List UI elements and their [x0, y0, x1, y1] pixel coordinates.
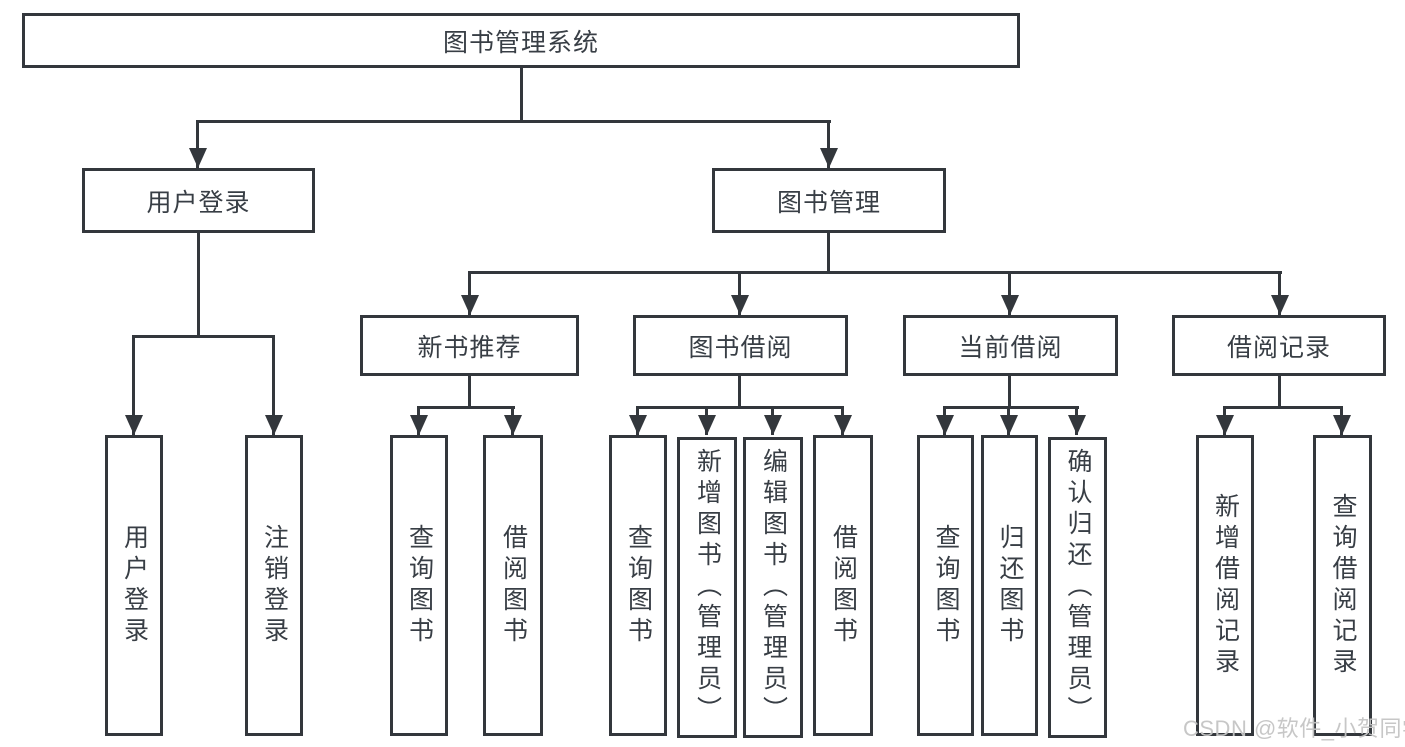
- connector-book-borrow-trunk: [738, 376, 741, 406]
- connector-current-borrow-rail: [943, 406, 1079, 409]
- leaf-bb-edit-books-admin-label: 编辑图书（管理员）: [759, 448, 788, 727]
- leaf-cb-return-books: 归还图书: [981, 435, 1038, 736]
- leaf-br-query-record-label: 查询借阅记录: [1329, 492, 1357, 679]
- connector-level1-rail: [197, 120, 831, 123]
- leaf-nb-query-books-label: 查询图书: [405, 523, 434, 648]
- arrow-to-user-login: [196, 120, 199, 168]
- leaf-br-add-record: 新增借阅记录: [1196, 435, 1254, 736]
- arrow-bb-edit: [771, 406, 774, 435]
- leaf-cb-query-books-label: 查询图书: [932, 523, 960, 648]
- leaf-nb-query-books: 查询图书: [390, 435, 448, 736]
- node-new-book-recommend: 新书推荐: [360, 315, 579, 376]
- leaf-cb-return-books-label: 归还图书: [996, 523, 1024, 648]
- arrow-cb-return: [1007, 406, 1010, 435]
- arrow-nb-borrow: [511, 406, 514, 435]
- connector-current-borrow-trunk: [1008, 376, 1011, 406]
- node-borrow-record: 借阅记录: [1172, 315, 1386, 376]
- arrow-br-add: [1223, 406, 1226, 435]
- connector-user-login-rail: [132, 335, 275, 338]
- arrow-to-book-management: [827, 120, 830, 168]
- arrow-cb-query: [943, 406, 946, 435]
- leaf-user-login-label: 用户登录: [120, 523, 149, 648]
- leaf-user-login: 用户登录: [105, 435, 163, 736]
- connector-level2-rail: [468, 271, 1282, 274]
- leaf-cb-confirm-return-admin: 确认归还（管理员）: [1048, 437, 1107, 738]
- connector-user-login-trunk: [197, 233, 200, 335]
- leaf-cb-confirm-return-admin-label: 确认归还（管理员）: [1064, 448, 1092, 727]
- leaf-cb-query-books: 查询图书: [917, 435, 974, 736]
- arrow-to-book-borrow: [738, 271, 741, 315]
- node-user-login: 用户登录: [82, 168, 315, 233]
- connector-book-borrow-rail: [636, 406, 844, 409]
- node-library-system: 图书管理系统: [22, 13, 1020, 68]
- node-book-borrow: 图书借阅: [633, 315, 848, 376]
- leaf-bb-borrow-books-label: 借阅图书: [829, 523, 858, 648]
- connector-new-book-rail: [417, 406, 515, 409]
- node-current-borrow: 当前借阅: [903, 315, 1118, 376]
- leaf-nb-borrow-books: 借阅图书: [483, 435, 543, 736]
- arrow-br-query: [1340, 406, 1343, 435]
- connector-book-mgmt-trunk: [827, 233, 830, 271]
- connector-borrow-record-trunk: [1278, 376, 1281, 406]
- leaf-bb-query-books: 查询图书: [609, 435, 667, 736]
- leaf-logout-login-label: 注销登录: [260, 523, 289, 648]
- leaf-br-query-record: 查询借阅记录: [1313, 435, 1372, 736]
- arrow-bb-borrow: [841, 406, 844, 435]
- leaf-logout-login: 注销登录: [245, 435, 303, 736]
- arrow-to-borrow-record: [1278, 271, 1281, 315]
- leaf-bb-add-books-admin: 新增图书（管理员）: [677, 437, 737, 738]
- arrow-nb-query: [417, 406, 420, 435]
- leaf-bb-query-books-label: 查询图书: [624, 523, 653, 648]
- node-book-management: 图书管理: [712, 168, 946, 233]
- leaf-bb-borrow-books: 借阅图书: [813, 435, 873, 736]
- arrow-to-new-book: [468, 271, 471, 315]
- arrow-to-leaf-user-login: [132, 335, 135, 435]
- arrow-to-current-borrow: [1008, 271, 1011, 315]
- connector-root-trunk: [520, 68, 523, 121]
- csdn-watermark: CSDN @软件_小贺同学: [1183, 716, 1405, 741]
- connector-new-book-trunk: [468, 376, 471, 406]
- arrow-cb-confirm: [1075, 406, 1078, 435]
- leaf-bb-add-books-admin-label: 新增图书（管理员）: [693, 448, 722, 727]
- leaf-br-add-record-label: 新增借阅记录: [1211, 492, 1240, 679]
- leaf-nb-borrow-books-label: 借阅图书: [499, 523, 528, 648]
- leaf-bb-edit-books-admin: 编辑图书（管理员）: [743, 437, 803, 738]
- arrow-bb-query: [636, 406, 639, 435]
- connector-borrow-record-rail: [1223, 406, 1343, 409]
- arrow-bb-add: [705, 406, 708, 435]
- arrow-to-leaf-logout: [272, 335, 275, 435]
